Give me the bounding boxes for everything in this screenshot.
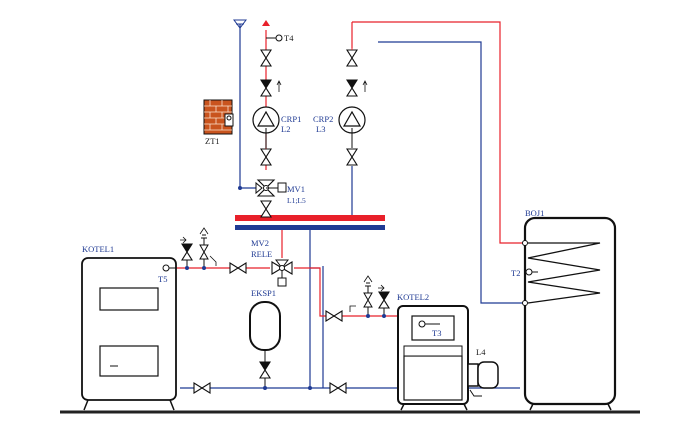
check-valve-icon [378,291,390,309]
eksp1-label: EKSP1 [251,288,276,298]
kotel2-label: KOTEL2 [397,292,429,302]
safety-valve-icon [199,234,209,260]
gate-valve-icon [325,310,343,322]
kotel1-boiler [81,257,177,411]
junction-dot [185,266,189,270]
coil-outlet [522,300,528,306]
boj1-label: BOJ1 [525,208,544,218]
zt1-label: ZT1 [205,136,220,146]
gate-valve-icon [260,49,272,67]
safety-valve-icon [363,282,373,308]
flow-arrow-icon [276,80,282,92]
gate-valve-icon [260,200,272,218]
flow-arrow-icon [362,80,368,92]
t3-sensor-icon [418,320,440,328]
junction-dot [202,266,206,270]
boj1-tank [523,216,617,411]
eksp1-tank-icon [249,301,281,362]
mv1-valve-icon [255,179,287,197]
junction-dot [263,386,267,390]
gate-valve-icon [260,148,272,166]
check-valve-icon [346,79,358,97]
pipes-return [180,24,524,389]
rele-label: RELE [251,249,272,259]
t4-sensor-icon [266,34,283,42]
zt1-thermostat-icon [203,99,234,135]
t5-sensor-icon [162,264,176,272]
kotel1-label: KOTEL1 [82,244,114,254]
supply-arrow-icon [262,20,270,26]
junction-dot [366,314,370,318]
crp2-label: CRP2 [313,114,333,124]
supply-manifold [235,215,385,221]
l4-burner-icon [467,361,499,397]
return-manifold [235,225,385,230]
gate-valve-icon [346,49,358,67]
gate-valve-icon [229,262,247,274]
mv1-label: MV1 [287,184,305,194]
gate-valve-icon [329,382,347,394]
mv1-loads-label: L1;L5 [287,196,306,205]
kotel2-boiler [397,305,469,411]
flow-arrow-icon [180,236,187,244]
t2-sensor-icon [525,268,538,276]
air-vent-icon [233,19,247,29]
mv2-valve-icon [271,259,293,287]
check-valve-icon [259,361,271,379]
check-valve-icon [260,79,272,97]
t2-label: T2 [511,268,520,278]
junction-dot [308,386,312,390]
gate-valve-icon [193,382,211,394]
l4-label: L4 [476,347,486,357]
crp2-load-label: L3 [316,124,325,134]
crp1-label: CRP1 [281,114,301,124]
coil-inlet [522,240,528,246]
t4-label: T4 [284,33,294,43]
junction-dot [382,314,386,318]
gate-valve-icon [346,148,358,166]
junction-dot [238,186,242,190]
t5-label: T5 [158,274,167,284]
crp1-load-label: L2 [281,124,290,134]
t3-label: T3 [432,328,441,338]
mv2-label: MV2 [251,238,269,248]
check-valve-icon [181,243,193,261]
